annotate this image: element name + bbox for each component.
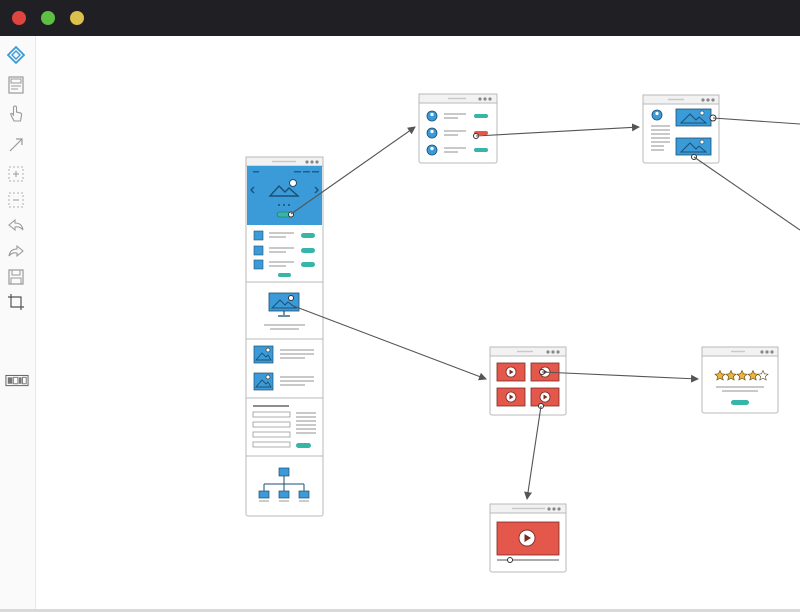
zoom-out-icon[interactable]: [5, 189, 27, 211]
video-player-screen[interactable]: [489, 503, 567, 573]
save-icon[interactable]: [5, 266, 27, 288]
connector-home-to-videos: [290, 304, 487, 381]
redo-icon[interactable]: [5, 240, 27, 262]
star-rating[interactable]: [714, 369, 769, 381]
connector-videos-to-rating: [541, 371, 699, 383]
form-section[interactable]: [246, 405, 323, 457]
connector-gallery-right: [712, 117, 800, 125]
window-maximize-button[interactable]: [41, 11, 55, 25]
users-screen[interactable]: [418, 93, 498, 164]
list-items-section[interactable]: [246, 230, 323, 283]
video-thumbnail[interactable]: [530, 387, 560, 409]
window-titlebar: [0, 0, 800, 36]
bottom-border: [0, 609, 800, 612]
video-thumbnail[interactable]: [496, 387, 526, 407]
hand-pointer-icon[interactable]: [5, 103, 27, 125]
page-layout-icon[interactable]: [5, 74, 27, 96]
export-icon[interactable]: [4, 370, 30, 392]
crop-icon[interactable]: [5, 291, 27, 313]
home-screen[interactable]: [245, 156, 324, 517]
star-icon: [714, 369, 726, 381]
user-row: [426, 127, 488, 139]
monitor-image-section[interactable]: [246, 292, 323, 340]
logo-icon[interactable]: [5, 44, 27, 66]
user-row: [426, 144, 488, 156]
flow-canvas[interactable]: [37, 36, 800, 612]
zoom-in-icon[interactable]: [5, 163, 27, 185]
star-icon: [736, 369, 748, 381]
window-close-button[interactable]: [12, 11, 26, 25]
rating-screen[interactable]: [701, 346, 779, 414]
star-icon: [747, 369, 759, 381]
connector-users-to-gallery: [475, 123, 640, 137]
connector-arrow-icon[interactable]: [5, 134, 27, 156]
video-thumbnail[interactable]: [496, 362, 526, 382]
star-icon: [757, 369, 769, 381]
sitemap-section[interactable]: [258, 467, 310, 502]
connector-home-to-users: [290, 126, 416, 215]
hero-slider-section[interactable]: [247, 166, 322, 225]
connector-gallery-down: [693, 156, 800, 231]
image-text-list-section[interactable]: [246, 345, 323, 399]
undo-icon[interactable]: [5, 214, 27, 236]
app-window: [0, 36, 800, 612]
connections: [290, 117, 800, 500]
gallery-screen[interactable]: [642, 94, 720, 164]
star-icon: [725, 369, 737, 381]
user-row: [426, 110, 488, 122]
connector-videos-to-player: [524, 405, 542, 500]
window-minimize-button[interactable]: [70, 11, 84, 25]
left-toolbar: [0, 36, 36, 612]
videos-screen[interactable]: [489, 346, 567, 416]
